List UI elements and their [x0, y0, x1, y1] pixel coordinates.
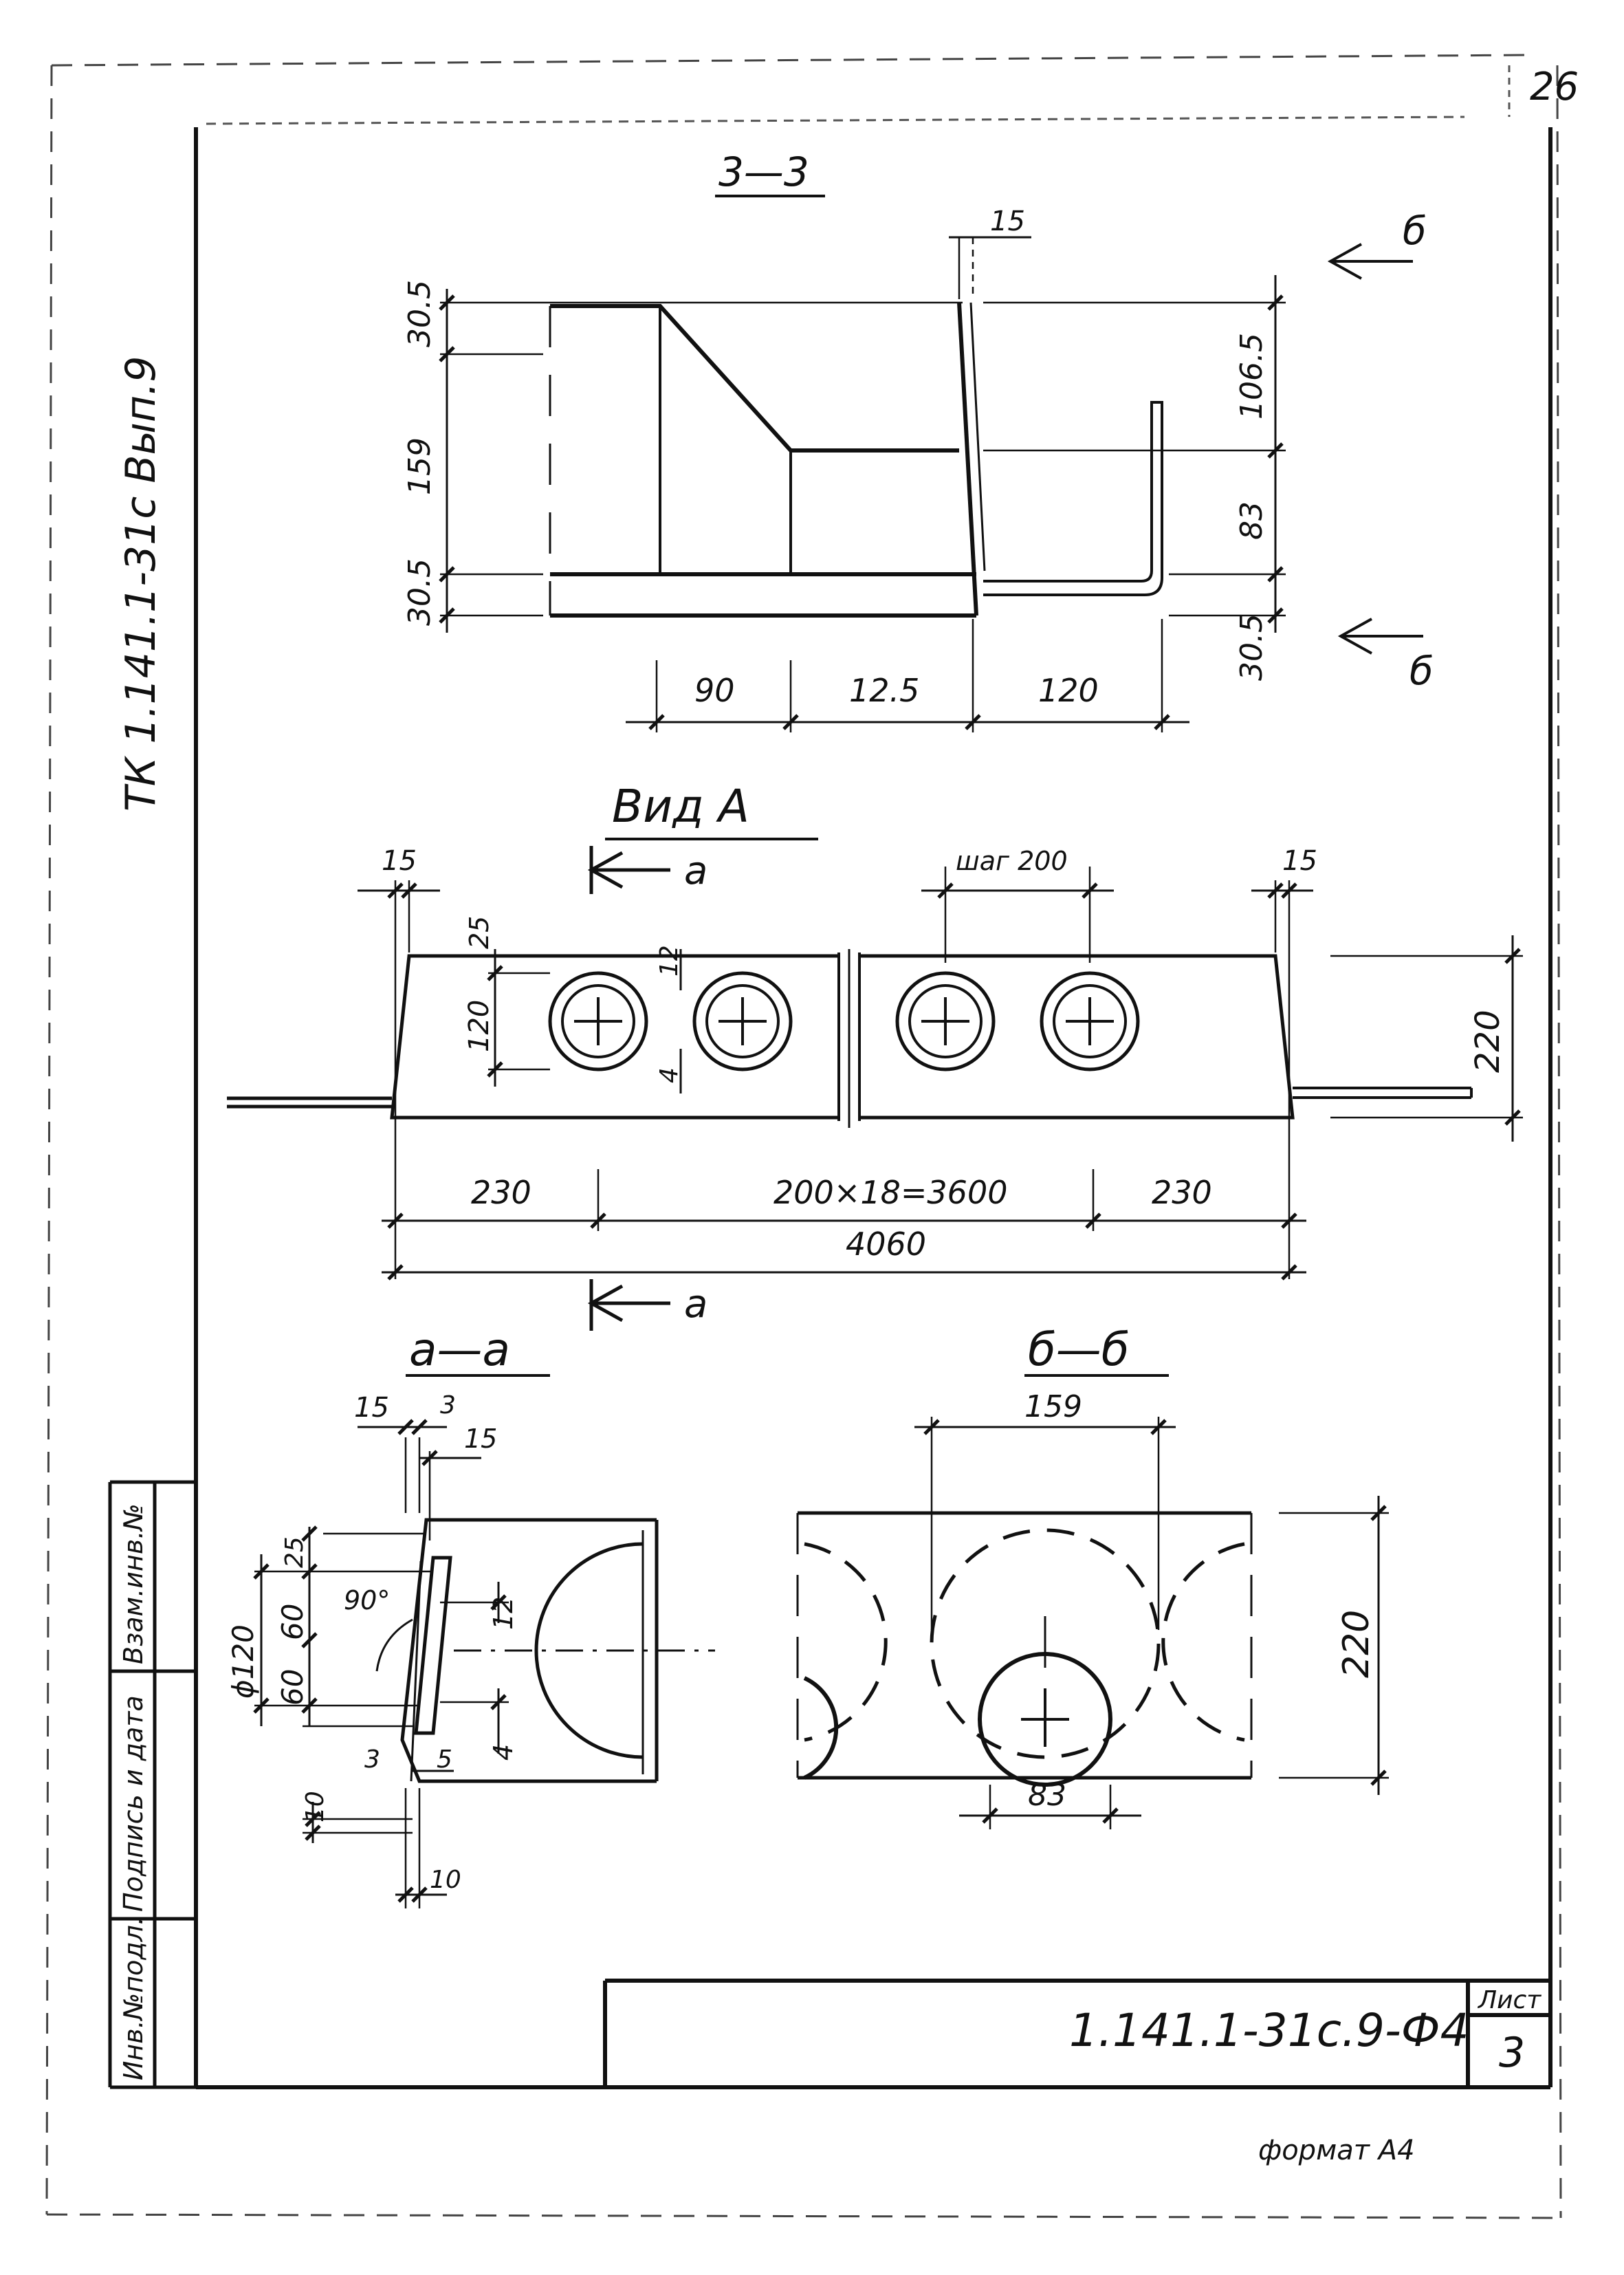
sheet-label: Лист	[1477, 1986, 1541, 2014]
dim-bb-bottom: 83	[1028, 1778, 1066, 1813]
dim-aa-3-bottom: 3	[364, 1745, 380, 1774]
dim-aa-25: 25	[281, 1536, 309, 1568]
dim-33-right-top: 106.5	[1234, 333, 1269, 420]
dim-33-left-mid: 159	[402, 437, 437, 495]
dim-33-bottom-1: 90	[694, 672, 735, 709]
section-a-a	[253, 1374, 715, 1908]
dim-aa-15-right: 15	[464, 1424, 497, 1454]
dim-33-bottom-2: 12.5	[849, 672, 919, 709]
dim-aa-angle: 90°	[344, 1585, 390, 1615]
sheet-outline	[45, 54, 1562, 2219]
cut-b-bottom-label: б	[1409, 649, 1434, 694]
dim-bb-top: 159	[1024, 1389, 1082, 1424]
dim-va-left-15: 15	[382, 845, 417, 877]
dim-aa-4: 4	[488, 1744, 518, 1761]
dim-aa-15-top: 15	[354, 1392, 389, 1424]
dim-bb-height: 220	[1336, 1610, 1377, 1678]
dim-aa-60-lower: 60	[276, 1669, 309, 1706]
dim-33-right-mid: 83	[1234, 501, 1269, 540]
view-a-title: Вид А	[612, 780, 749, 833]
dim-aa-3-top: 3	[440, 1391, 456, 1419]
view-a-hole-4	[1040, 971, 1140, 1071]
dim-33-left-bottom: 30.5	[402, 558, 437, 626]
dim-va-120: 120	[463, 1000, 495, 1052]
stamp-inv-no: Инв.№подл.	[118, 1917, 149, 2080]
page-number: 26	[1530, 65, 1579, 109]
dim-aa-5: 5	[437, 1745, 452, 1774]
dim-33-right-bottom: 30.5	[1234, 613, 1269, 681]
stamp-signature-date: Подпись и дата	[118, 1695, 149, 1912]
dim-va-12: 12	[655, 945, 683, 977]
dim-aa-60-upper: 60	[276, 1604, 309, 1640]
section-3-3-title: 3—3	[718, 149, 809, 195]
dim-aa-10-vert: 10	[301, 1791, 329, 1822]
format-label: формат А4	[1258, 2135, 1415, 2166]
dim-33-top: 15	[990, 206, 1025, 237]
view-a-hole-1	[548, 971, 648, 1071]
sheet-top-dashed	[206, 116, 1465, 125]
view-a	[227, 838, 1523, 1331]
dim-33-left-top: 30.5	[402, 280, 437, 347]
dim-aa-dia120: ϕ120	[226, 1624, 260, 1699]
side-stamp	[108, 1480, 196, 2089]
view-a-hole-3	[895, 971, 996, 1071]
cut-a-bottom-label: а	[684, 1282, 707, 1327]
dim-va-pitch: шаг 200	[956, 846, 1068, 876]
section-3-3: 3—3	[439, 149, 1423, 732]
sheet-number: 3	[1499, 2029, 1525, 2077]
drawing-code: 1.141.1-31с.9-Ф4	[1069, 2004, 1469, 2057]
dim-va-total: 4060	[846, 1226, 926, 1263]
dim-va-bottom-right: 230	[1152, 1174, 1212, 1211]
cut-b-top-label: б	[1403, 209, 1427, 254]
side-title: ТК 1.141.1-31с Вып.9	[117, 356, 165, 812]
cut-a-top-label: а	[684, 849, 707, 893]
dim-va-25: 25	[464, 916, 494, 949]
dim-aa-12: 12	[488, 1597, 518, 1630]
dim-33-bottom-3: 120	[1038, 672, 1099, 709]
dim-aa-10-horiz: 10	[430, 1866, 461, 1894]
dim-va-bottom-mid: 200×18=3600	[773, 1174, 1008, 1211]
dim-va-4: 4	[655, 1067, 683, 1083]
dim-va-bottom-left: 230	[471, 1174, 531, 1211]
stamp-replace-inv: Взам.инв.№	[118, 1503, 149, 1664]
section-a-a-title: а—а	[409, 1323, 510, 1376]
dim-va-height: 220	[1469, 1010, 1507, 1073]
dim-va-right-15: 15	[1282, 845, 1317, 877]
section-b-b-title: б—б	[1028, 1323, 1129, 1376]
view-a-hole-2	[692, 971, 793, 1071]
title-block	[603, 1979, 1550, 2087]
drawing-frame	[194, 127, 1552, 2089]
section-b-b	[796, 1374, 1389, 1829]
